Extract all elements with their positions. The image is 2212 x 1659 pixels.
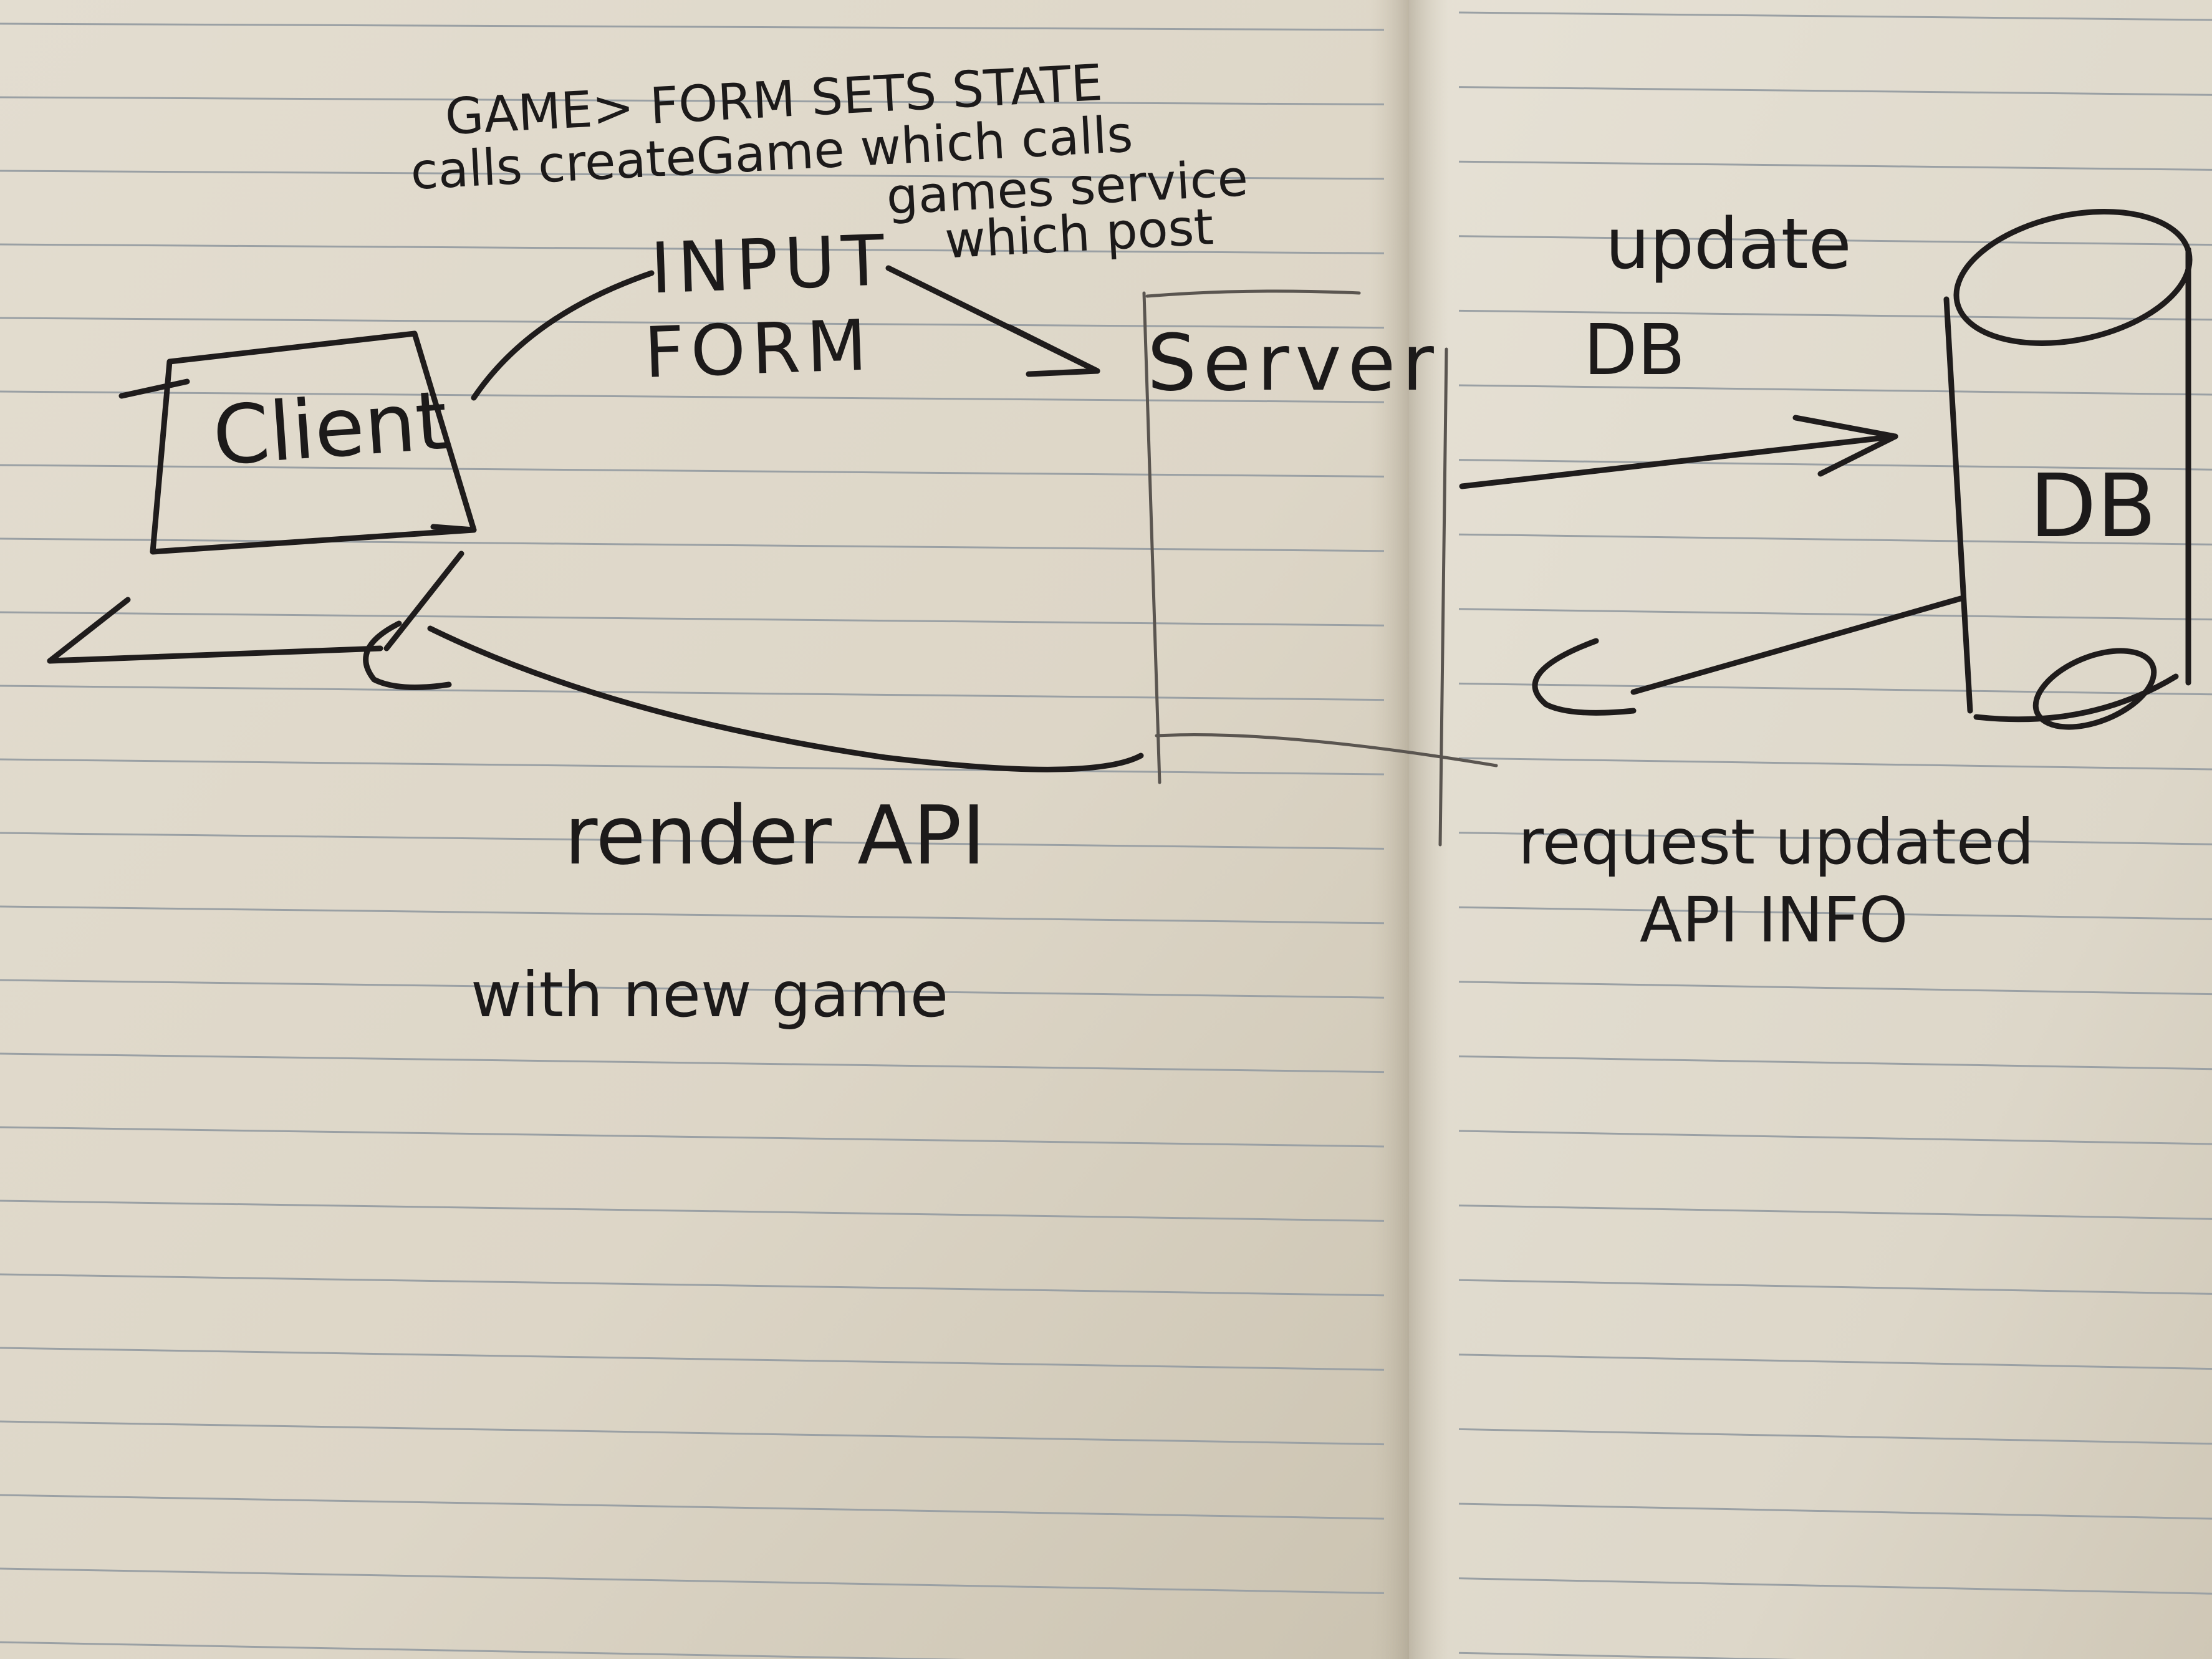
client-to-form-line <box>471 270 655 401</box>
ruled-line-left <box>0 96 1385 105</box>
ruled-line-left <box>0 1567 1385 1594</box>
ruled-line-left <box>0 1200 1385 1222</box>
ruled-line-right <box>1458 309 2212 321</box>
ruled-line-right <box>1458 1205 2212 1220</box>
left-page <box>0 0 1409 1659</box>
input-form-label: INPUT FORM <box>640 219 923 394</box>
ruled-line-left <box>0 1126 1385 1148</box>
ruled-line-left <box>0 317 1385 329</box>
ruled-line-left <box>0 243 1385 254</box>
ruled-line-left <box>0 170 1385 180</box>
ruled-line-left <box>0 390 1385 403</box>
db-to-server-arrow <box>1532 595 1964 716</box>
ruled-line-right <box>1458 1130 2212 1145</box>
ruled-line-right <box>1458 86 2212 96</box>
ruled-line-left <box>0 22 1385 31</box>
ruled-line-left <box>0 979 1385 999</box>
update-db-label: update DB <box>1584 204 1873 391</box>
ruled-line-right <box>1458 608 2212 621</box>
server-box <box>1142 289 1498 847</box>
request-updated-label: request updated API INFO <box>1518 805 2054 956</box>
ruled-line-right <box>1458 1428 2212 1445</box>
ruled-line-left <box>0 758 1385 776</box>
ruled-line-right <box>1458 235 2212 246</box>
client-label: Client <box>210 373 451 484</box>
ruled-line-right <box>1458 533 2212 546</box>
ruled-line-left <box>0 1641 967 1659</box>
with-new-game-label: with new game <box>471 958 948 1031</box>
ruled-line-left <box>0 1347 1385 1371</box>
ruled-line-left <box>0 1273 1385 1297</box>
ruled-line-left <box>0 1494 1385 1520</box>
ruled-line-right <box>1458 1503 2212 1520</box>
ruled-line-right <box>1458 1354 2212 1370</box>
db-cylinder-sketch <box>1943 209 2193 730</box>
client-laptop-sketch <box>47 330 477 690</box>
server-to-db-arrow <box>1459 415 1898 489</box>
ruled-line-right <box>1458 1055 2212 1070</box>
ruled-line-left <box>0 832 1385 850</box>
ruled-line-right <box>1458 160 2212 171</box>
server-label: Server <box>1147 318 1440 408</box>
ruled-line-right <box>1458 832 2212 845</box>
ruled-line-right <box>1458 1279 2212 1295</box>
ruled-line-left <box>0 685 1385 701</box>
ruled-line-left <box>0 905 1385 925</box>
ruled-line-right <box>1458 906 2212 920</box>
ruled-line-right <box>1458 11 2212 21</box>
ruled-line-left <box>0 464 1385 478</box>
render-api-label: render API <box>564 788 986 883</box>
ruled-line-left <box>0 1420 1385 1446</box>
right-page <box>1409 0 2212 1659</box>
ruled-line-left <box>0 1052 1385 1074</box>
ruled-line-right <box>1458 1577 2212 1595</box>
ruled-line-right <box>1458 682 2212 696</box>
ruled-line-right <box>1458 1652 1797 1659</box>
db-label: DB <box>2029 456 2157 557</box>
form-to-server-arrow <box>885 265 1100 377</box>
page-gutter <box>1368 0 1450 1659</box>
ruled-line-right <box>1458 981 2212 996</box>
ruled-line-right <box>1458 384 2212 396</box>
ruled-line-right <box>1458 757 2212 771</box>
server-to-client-arrow <box>427 625 1144 772</box>
